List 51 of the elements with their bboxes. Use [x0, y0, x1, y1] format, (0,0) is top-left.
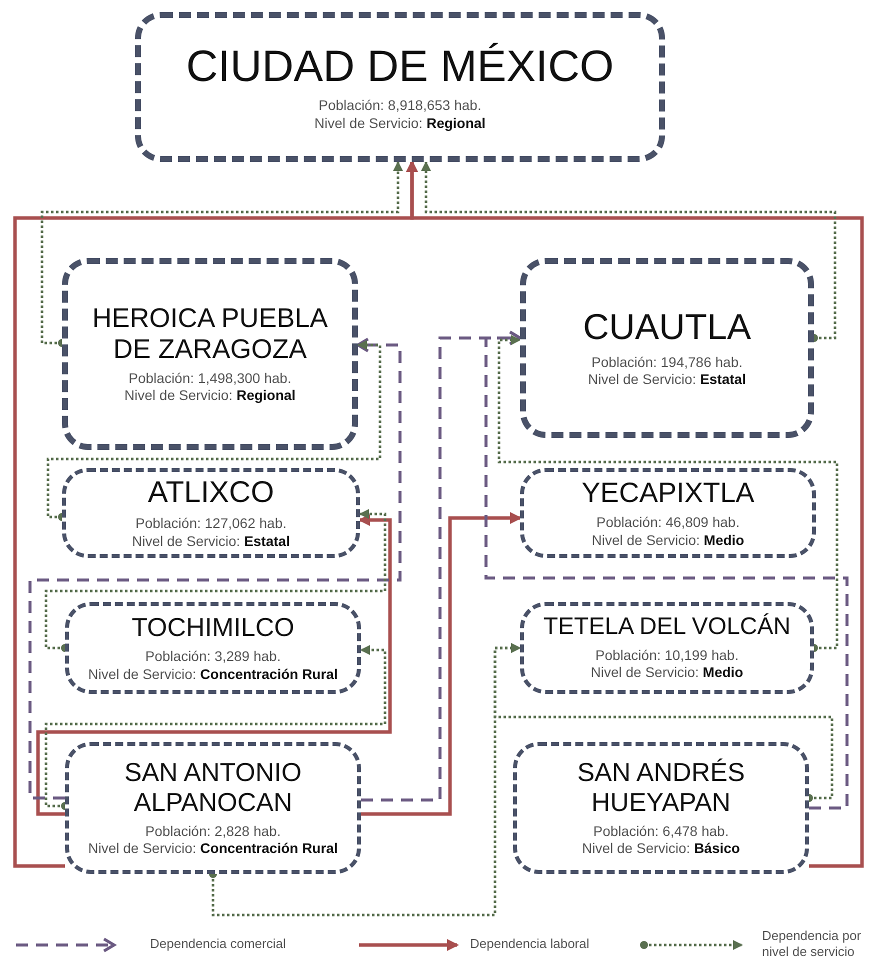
population-text: Población: 10,199 hab. [595, 646, 739, 664]
city-name: SAN ANTONIO ALPANOCAN [123, 758, 303, 817]
legend-text: Dependencia por nivel de servicio [762, 928, 862, 960]
city-box [65, 602, 361, 694]
city-box [520, 258, 814, 438]
city-box [62, 258, 358, 450]
population-text: Población: 3,289 hab. [145, 648, 281, 666]
connector-arrow [44, 645, 386, 810]
service-level-text: Nivel de Servicio: Regional [124, 387, 296, 405]
connector-arrow [406, 160, 864, 868]
connector-arrow [36, 514, 392, 816]
city-name: HEROICA PUEBLA DE ZARAGOZA [91, 303, 329, 364]
city-box [135, 12, 665, 162]
population-text: Población: 127,062 hab. [135, 515, 286, 533]
city-box [520, 602, 814, 694]
connector-arrow [46, 340, 382, 521]
population-text: Población: 6,478 hab. [593, 822, 729, 840]
population-text: Población: 2,828 hab. [145, 822, 281, 840]
population-text: Población: 46,809 hab. [596, 514, 740, 532]
legend-text: Dependencia comercial [150, 936, 286, 951]
service-level-text: Nivel de Servicio: Regional [314, 114, 486, 132]
connector-arrow [44, 509, 386, 652]
connector-arrow [40, 161, 403, 347]
population-text: Población: 8,918,653 hab. [318, 97, 482, 115]
population-text: Población: 194,786 hab. [591, 354, 742, 372]
service-level-text: Nivel de Servicio: Medio [590, 664, 744, 682]
legend-text: Dependencia laboral [470, 936, 590, 951]
city-box [513, 742, 809, 874]
service-level-text: Nivel de Servicio: Concentración Rural [88, 840, 338, 858]
city-name: SAN ANDRÉS HUEYAPAN [576, 758, 746, 817]
city-name: CIUDAD DE MÉXICO [186, 42, 614, 92]
city-box [62, 468, 360, 558]
service-level-text: Nivel de Servicio: Estatal [588, 371, 746, 389]
connector-arrow [484, 330, 848, 810]
connector-arrow [361, 512, 522, 816]
city-name: TETELA DEL VOLCÁN [543, 614, 791, 641]
city-name: ATLIXCO [148, 476, 274, 510]
population-text: Población: 1,498,300 hab. [128, 370, 292, 388]
city-name: TOCHIMILCO [132, 612, 294, 642]
city-name: CUAUTLA [582, 307, 752, 348]
connector-arrow [498, 335, 838, 652]
service-level-text: Nivel de Servicio: Medio [592, 532, 744, 550]
service-level-text: Nivel de Servicio: Básico [582, 840, 740, 858]
connector-arrow [28, 338, 402, 800]
city-box [520, 468, 816, 558]
service-level-text: Nivel de Servicio: Estatal [132, 532, 290, 550]
connector-arrow [421, 161, 836, 342]
connector-arrow [209, 643, 521, 916]
city-box [65, 742, 361, 874]
city-name: YECAPIXTLA [582, 476, 754, 508]
service-level-text: Nivel de Servicio: Concentración Rural [88, 666, 338, 684]
